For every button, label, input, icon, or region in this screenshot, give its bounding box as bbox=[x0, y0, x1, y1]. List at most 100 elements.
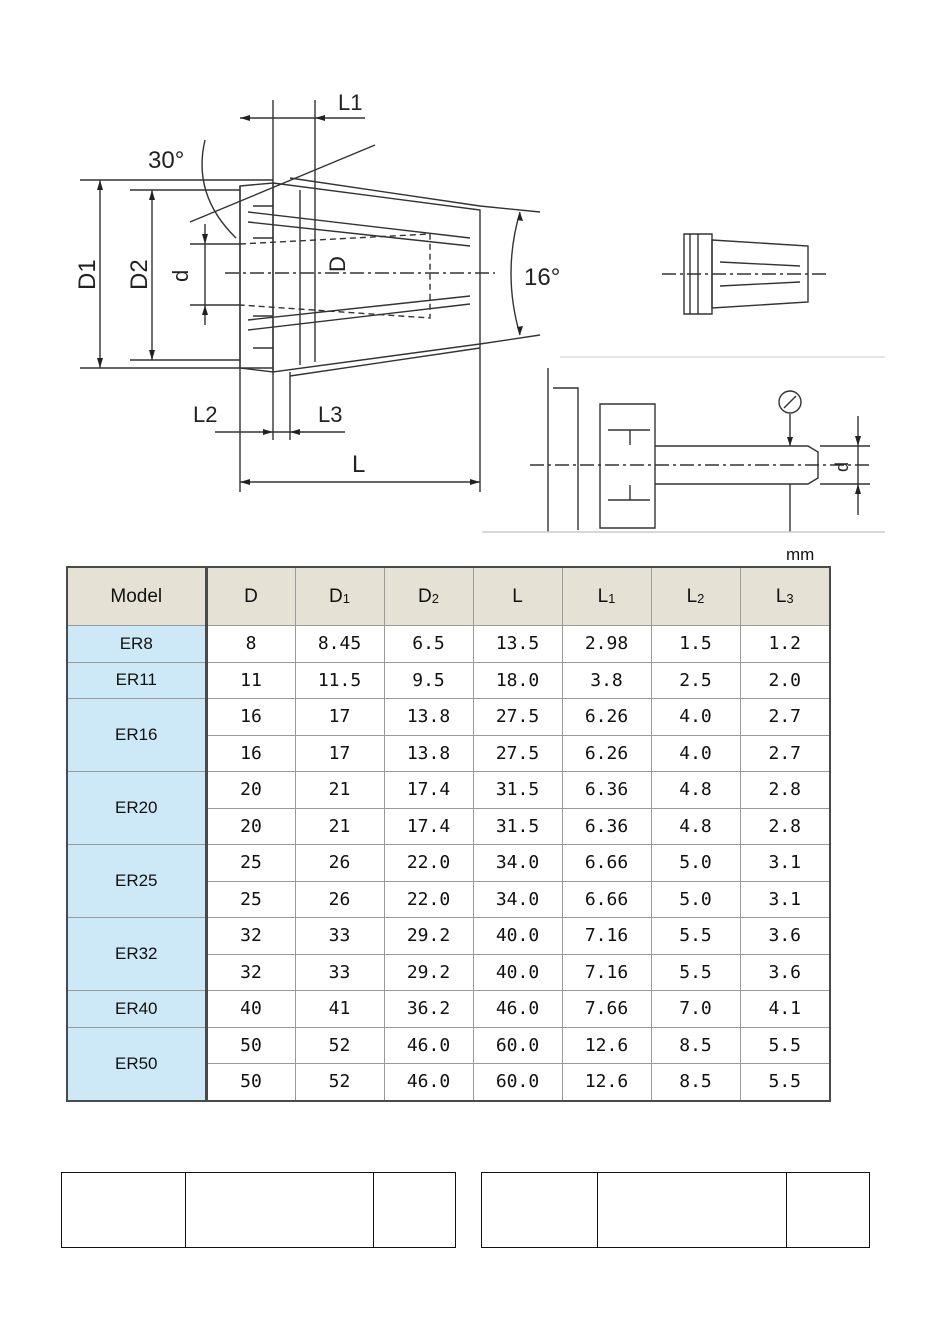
column-header-main: D bbox=[418, 585, 432, 607]
table-cell: 6.66 bbox=[561, 880, 652, 918]
table-cell: 27.5 bbox=[472, 734, 563, 772]
table-cell: 46.0 bbox=[472, 990, 563, 1028]
table-cell: 13.5 bbox=[472, 625, 563, 663]
footer-cell bbox=[787, 1173, 869, 1247]
table-cell: 8.5 bbox=[650, 1063, 741, 1101]
table-cell: 31.5 bbox=[472, 807, 563, 845]
column-header: L bbox=[472, 566, 563, 626]
table-cell: 3.1 bbox=[739, 844, 831, 882]
model-cell: ER25 bbox=[66, 844, 208, 918]
table-cell: 6.26 bbox=[561, 698, 652, 736]
table-cell: 3.8 bbox=[561, 661, 652, 699]
footer-cell bbox=[482, 1173, 598, 1247]
label-angle-16: 16° bbox=[524, 264, 560, 291]
table-cell: 2.5 bbox=[650, 661, 741, 699]
table-cell: 52 bbox=[294, 1063, 385, 1101]
collet-technical-drawing: L1 30° D1 D2 d D 16° L2 L3 L d bbox=[74, 90, 885, 533]
column-header: L1 bbox=[561, 566, 652, 626]
table-cell: 41 bbox=[294, 990, 385, 1028]
label-D2: D2 bbox=[126, 259, 153, 290]
table-cell: 13.8 bbox=[383, 734, 474, 772]
table-cell: 8 bbox=[205, 625, 296, 663]
footer-cell bbox=[62, 1173, 186, 1247]
label-D: D bbox=[325, 256, 350, 272]
column-header: D bbox=[205, 566, 296, 626]
column-header: D2 bbox=[383, 566, 474, 626]
table-cell: 5.5 bbox=[739, 1063, 831, 1101]
table-cell: 25 bbox=[205, 844, 296, 882]
table-cell: 17.4 bbox=[383, 807, 474, 845]
label-d: d bbox=[168, 270, 193, 282]
table-cell: 25 bbox=[205, 880, 296, 918]
table-cell: 46.0 bbox=[383, 1063, 474, 1101]
table-cell: 11 bbox=[205, 661, 296, 699]
table-cell: 26 bbox=[294, 880, 385, 918]
footer-cell bbox=[186, 1173, 374, 1247]
table-cell: 8.5 bbox=[650, 1026, 741, 1064]
table-cell: 2.0 bbox=[739, 661, 831, 699]
table-cell: 36.2 bbox=[383, 990, 474, 1028]
table-cell: 22.0 bbox=[383, 844, 474, 882]
table-cell: 40.0 bbox=[472, 953, 563, 991]
table-cell: 7.66 bbox=[561, 990, 652, 1028]
table-cell: 26 bbox=[294, 844, 385, 882]
table-cell: 3.6 bbox=[739, 953, 831, 991]
model-cell: ER11 bbox=[66, 661, 208, 699]
table-cell: 7.16 bbox=[561, 917, 652, 955]
unit-label: mm bbox=[786, 545, 815, 564]
table-cell: 20 bbox=[205, 771, 296, 809]
column-header-subscript: 2 bbox=[697, 590, 705, 606]
column-header-main: Model bbox=[110, 585, 163, 607]
column-header: D1 bbox=[294, 566, 385, 626]
table-cell: 46.0 bbox=[383, 1026, 474, 1064]
table-cell: 20 bbox=[205, 807, 296, 845]
table-cell: 1.2 bbox=[739, 625, 831, 663]
table-cell: 11.5 bbox=[294, 661, 385, 699]
table-cell: 5.5 bbox=[650, 917, 741, 955]
column-header-subscript: 3 bbox=[786, 590, 794, 606]
column-header-main: L bbox=[775, 585, 787, 607]
table-cell: 60.0 bbox=[472, 1026, 563, 1064]
label-L: L bbox=[352, 451, 365, 478]
table-cell: 29.2 bbox=[383, 917, 474, 955]
table-cell: 32 bbox=[205, 917, 296, 955]
table-cell: 2.7 bbox=[739, 734, 831, 772]
table-cell: 4.1 bbox=[739, 990, 831, 1028]
table-cell: 6.36 bbox=[561, 807, 652, 845]
model-cell: ER50 bbox=[66, 1026, 208, 1101]
table-cell: 16 bbox=[205, 698, 296, 736]
column-header: L2 bbox=[650, 566, 741, 626]
table-cell: 3.6 bbox=[739, 917, 831, 955]
model-cell: ER16 bbox=[66, 698, 208, 772]
label-D1: D1 bbox=[74, 259, 101, 290]
column-header: Model bbox=[66, 566, 208, 626]
table-cell: 5.5 bbox=[650, 953, 741, 991]
table-cell: 52 bbox=[294, 1026, 385, 1064]
model-cell: ER20 bbox=[66, 771, 208, 845]
table-cell: 9.5 bbox=[383, 661, 474, 699]
table-cell: 33 bbox=[294, 953, 385, 991]
table-cell: 21 bbox=[294, 771, 385, 809]
column-header-subscript: 1 bbox=[342, 590, 350, 606]
table-cell: 17 bbox=[294, 698, 385, 736]
table-cell: 3.1 bbox=[739, 880, 831, 918]
table-cell: 5.5 bbox=[739, 1026, 831, 1064]
table-cell: 50 bbox=[205, 1026, 296, 1064]
table-cell: 18.0 bbox=[472, 661, 563, 699]
footer-box-left bbox=[61, 1172, 456, 1248]
label-L2: L2 bbox=[193, 402, 217, 427]
column-header-subscript: 1 bbox=[608, 590, 616, 606]
table-cell: 5.0 bbox=[650, 844, 741, 882]
model-cell: ER32 bbox=[66, 917, 208, 991]
table-cell: 13.8 bbox=[383, 698, 474, 736]
column-header-main: L bbox=[686, 585, 698, 607]
table-cell: 17 bbox=[294, 734, 385, 772]
